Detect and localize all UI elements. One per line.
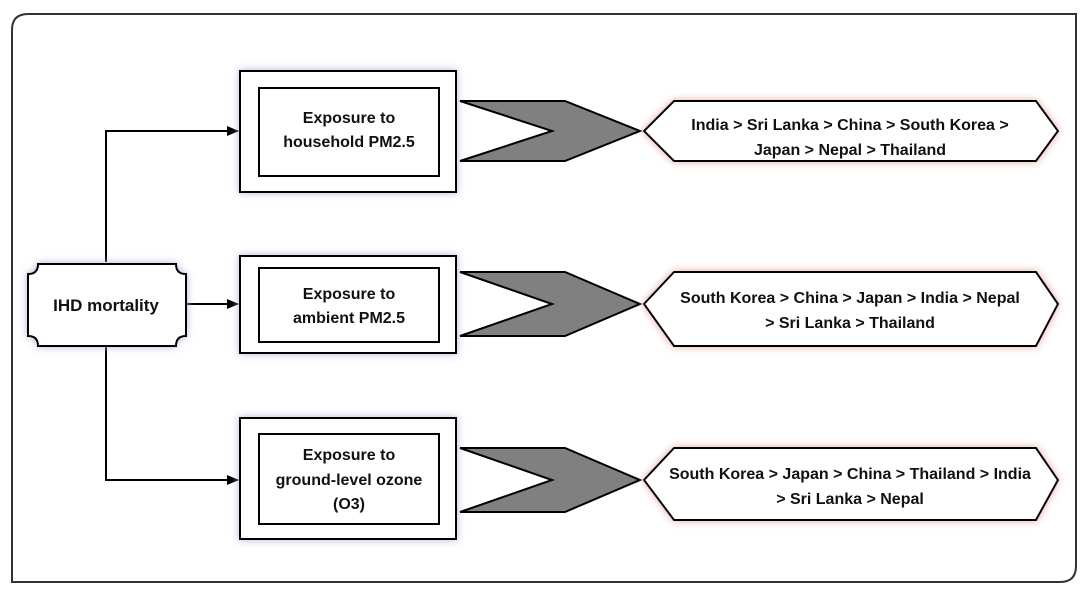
exposure-ambient-ranking-line-2: > Sri Lanka > Thailand — [765, 315, 935, 332]
exposure-ozone-line-3: (O3) — [333, 496, 365, 513]
exposure-household: Exposure to household PM2.5 India > Sri … — [239, 70, 1060, 193]
exposure-ozone-ranking-line-2: > Sri Lanka > Nepal — [776, 491, 924, 508]
connector-household — [105, 126, 239, 262]
source-node — [27, 263, 187, 347]
exposure-ambient-ranking-line-1: South Korea > China > Japan > India > Ne… — [680, 290, 1020, 307]
exposure-household-ranking-line-2: Japan > Nepal > Thailand — [754, 142, 946, 159]
exposure-household-line-2: household PM2.5 — [283, 134, 415, 151]
exposure-ambient: Exposure to ambient PM2.5 South Korea > … — [239, 255, 1060, 354]
exposure-ozone: Exposure to ground-level ozone (O3) Sout… — [239, 417, 1060, 540]
connectors — [105, 126, 239, 485]
exposure-ambient-ranking-shape — [642, 271, 1060, 347]
exposure-ozone-line-2: ground-level ozone — [276, 472, 423, 489]
exposure-ambient-arrow — [459, 271, 643, 337]
exposure-ozone-arrow — [459, 447, 643, 513]
exposure-household-ranking-line-1: India > Sri Lanka > China > South Korea … — [691, 117, 1008, 134]
exposure-ozone-inner-box — [258, 433, 440, 525]
exposure-household-line-1: Exposure to — [303, 110, 396, 127]
source-label: IHD mortality — [53, 296, 159, 315]
exposure-household-arrow — [459, 100, 643, 162]
exposure-ozone-ranking-line-1: South Korea > Japan > China > Thailand >… — [669, 466, 1031, 483]
connector-ozone — [105, 346, 239, 485]
exposure-household-ranking-shape — [642, 100, 1060, 162]
exposure-ozone-ranking-shape — [642, 447, 1060, 521]
exposure-ambient-line-2: ambient PM2.5 — [293, 310, 405, 327]
exposure-ozone-line-1: Exposure to — [303, 447, 396, 464]
source-node-shape — [27, 263, 187, 347]
exposure-household-inner-box — [258, 87, 440, 177]
exposure-ambient-line-1: Exposure to — [303, 286, 396, 303]
exposure-ambient-inner-box — [258, 267, 440, 343]
